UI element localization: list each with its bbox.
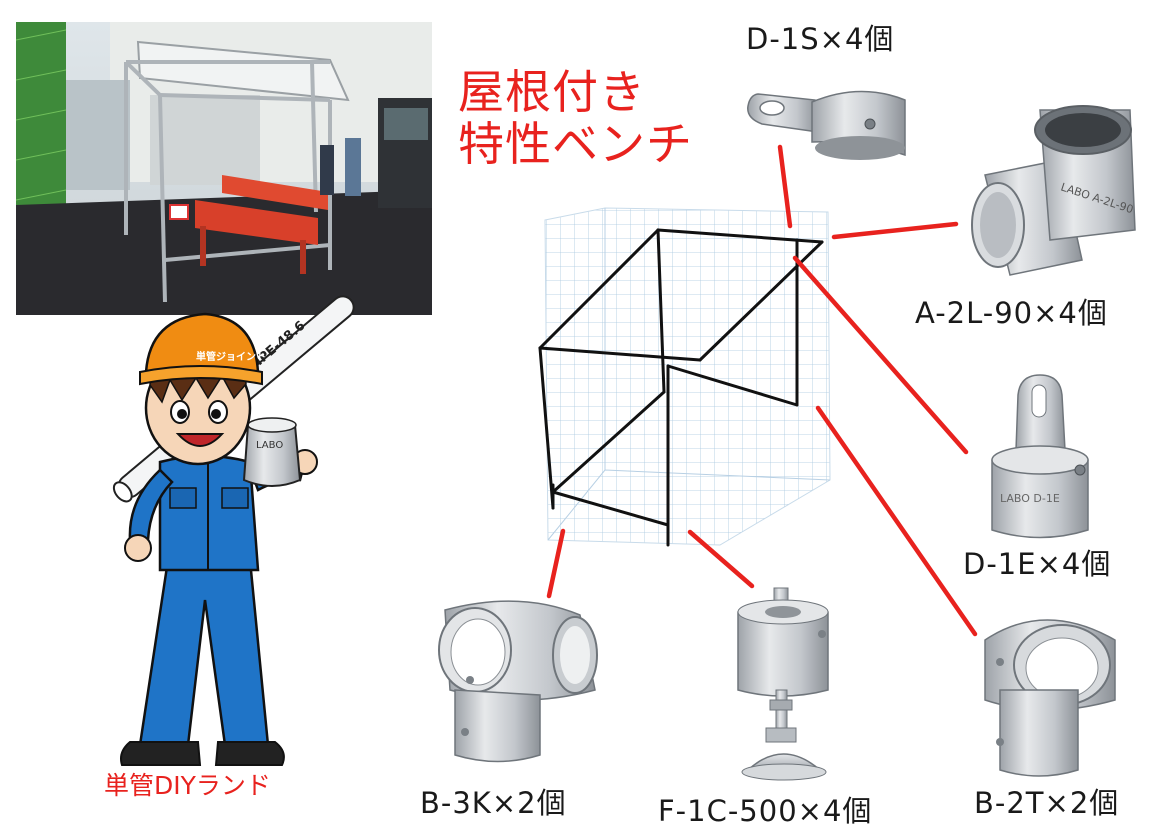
title-line-2: 特性ベンチ xyxy=(458,117,693,171)
helmet-text: 単管ジョイント xyxy=(196,350,266,363)
page-title: 屋根付き 特性ベンチ xyxy=(458,66,693,170)
b3k-fitting xyxy=(438,600,598,763)
frame-sketch xyxy=(538,207,831,547)
brand-name: 単管DIYランド xyxy=(104,771,271,800)
mascot-character: PIPE-48.6 LABO 単管ジョイント xyxy=(112,295,355,766)
part-label-b3k: B-3K×2個 xyxy=(420,786,567,820)
fitting-text: LABO xyxy=(256,440,283,451)
a2l90-fitting: LABO A-2L-90 xyxy=(971,105,1136,276)
part-label-d1e: D-1E×4個 xyxy=(963,547,1112,581)
part-label-d1s: D-1S×4個 xyxy=(746,22,895,56)
d1e-stamp: LABO D-1E xyxy=(1000,492,1060,505)
d1e-fitting: LABO D-1E xyxy=(991,374,1089,539)
leader-lines xyxy=(546,144,978,637)
title-line-1: 屋根付き xyxy=(458,65,646,119)
bench-photo xyxy=(15,22,432,315)
part-label-f1c500: F-1C-500×4個 xyxy=(658,794,873,828)
part-label-b2t: B-2T×2個 xyxy=(974,786,1120,820)
b2t-fitting xyxy=(984,619,1116,777)
f1c500-fitting xyxy=(737,587,829,781)
part-label-a2l90: A-2L-90×4個 xyxy=(915,296,1108,330)
d1s-fitting xyxy=(747,90,906,160)
